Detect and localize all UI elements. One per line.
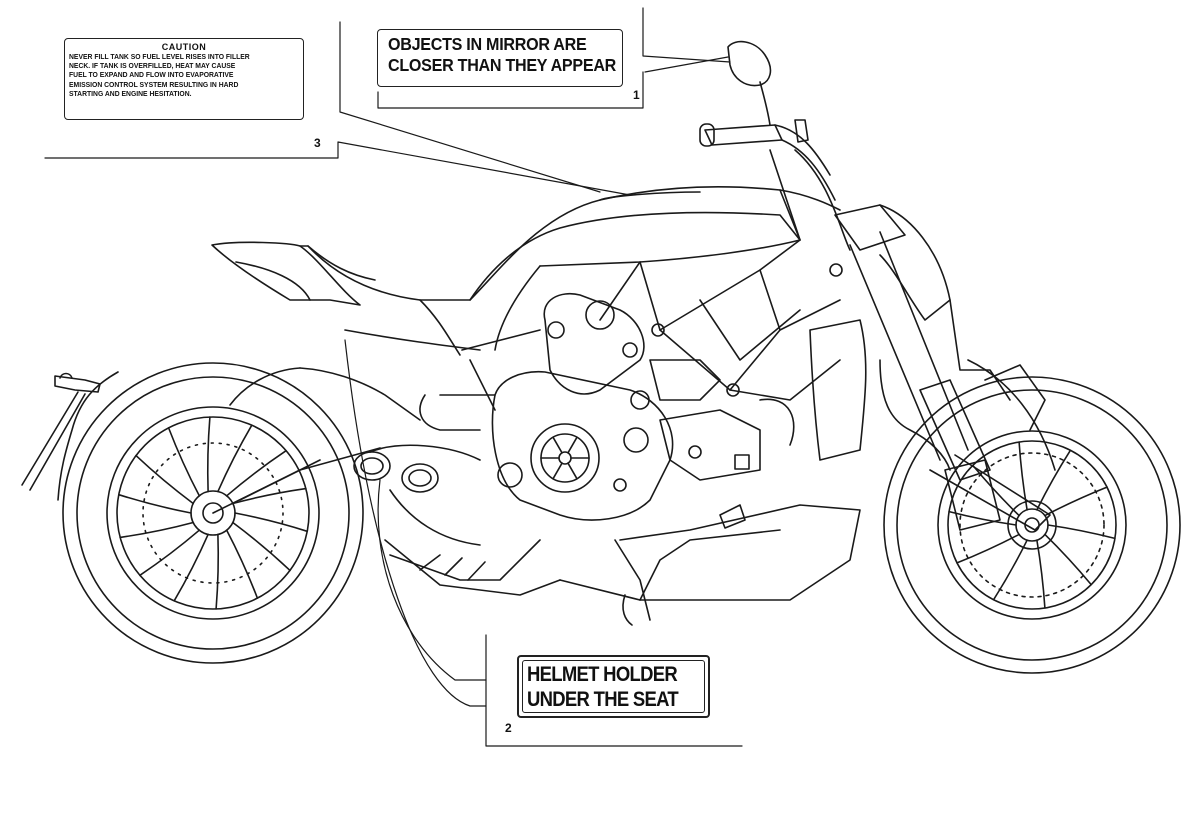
handlebar-and-mirror (699, 40, 951, 471)
rear-wheel (62, 362, 364, 664)
callout-2: 2 (505, 721, 512, 735)
spoke (567, 436, 578, 454)
helmet-line: UNDER THE SEAT (527, 688, 679, 711)
spoke (552, 462, 563, 480)
spoke (1036, 539, 1046, 609)
caution-line: EMISSION CONTROL SYSTEM RESULTING IN HAR… (69, 79, 239, 89)
swingarm (212, 367, 381, 514)
mirror-warning-label: OBJECTS IN MIRROR ARE CLOSER THAN THEY A… (377, 29, 623, 87)
spoke (1044, 533, 1092, 586)
spoke (972, 464, 1020, 517)
spoke (1047, 524, 1116, 540)
callout-3: 3 (314, 136, 321, 150)
tail-section (211, 241, 376, 306)
license-plate-holder (21, 371, 119, 501)
spoke (992, 539, 1028, 601)
mirror-line: OBJECTS IN MIRROR ARE (388, 34, 587, 54)
helmet-label-border (522, 660, 705, 713)
helmet-line: HELMET HOLDER (527, 663, 678, 686)
caution-fuel-label: CAUTION NEVER FILL TANK SO FUEL LEVEL RI… (64, 38, 304, 120)
belly-pan (559, 504, 861, 626)
callout-1: 1 (633, 88, 640, 102)
spoke (119, 521, 194, 539)
caution-title: CAUTION (161, 42, 207, 52)
caution-line: NECK. IF TANK IS OVERFILLED, HEAT MAY CA… (69, 61, 236, 71)
front-wheel (883, 376, 1181, 674)
helmet-holder-label: HELMET HOLDER UNDER THE SEAT (517, 655, 710, 718)
spoke (173, 533, 209, 602)
spoke (135, 454, 194, 505)
spoke (206, 416, 211, 493)
spoke (225, 449, 287, 497)
spoke (215, 533, 220, 610)
engine (419, 293, 795, 521)
spoke (1036, 449, 1072, 511)
caution-line: FUEL TO EXPAND AND FLOW INTO EVAPORATIVE (69, 70, 234, 80)
spoke (232, 521, 291, 572)
spoke (139, 529, 201, 577)
spoke (118, 493, 192, 514)
spoke (1044, 486, 1108, 517)
caution-body: NEVER FILL TANK SO FUEL LEVEL RISES INTO… (69, 52, 301, 98)
leader-lines (44, 7, 743, 747)
spoke (956, 533, 1020, 564)
spoke (552, 436, 563, 454)
spoke (234, 512, 308, 533)
caution-line: NEVER FILL TANK SO FUEL LEVEL RISES INTO… (69, 52, 250, 61)
spoke (217, 424, 253, 493)
spoke (225, 529, 259, 599)
front-fork (809, 204, 1057, 550)
spoke (232, 487, 307, 505)
mirror-line: CLOSER THAN THEY APPEAR (388, 55, 617, 75)
caution-line: STARTING AND ENGINE HESITATION. (69, 88, 192, 98)
spoke (1018, 441, 1028, 511)
exhaust (299, 367, 561, 596)
spoke (567, 462, 578, 480)
spoke (167, 427, 201, 497)
trellis-frame (599, 239, 843, 401)
